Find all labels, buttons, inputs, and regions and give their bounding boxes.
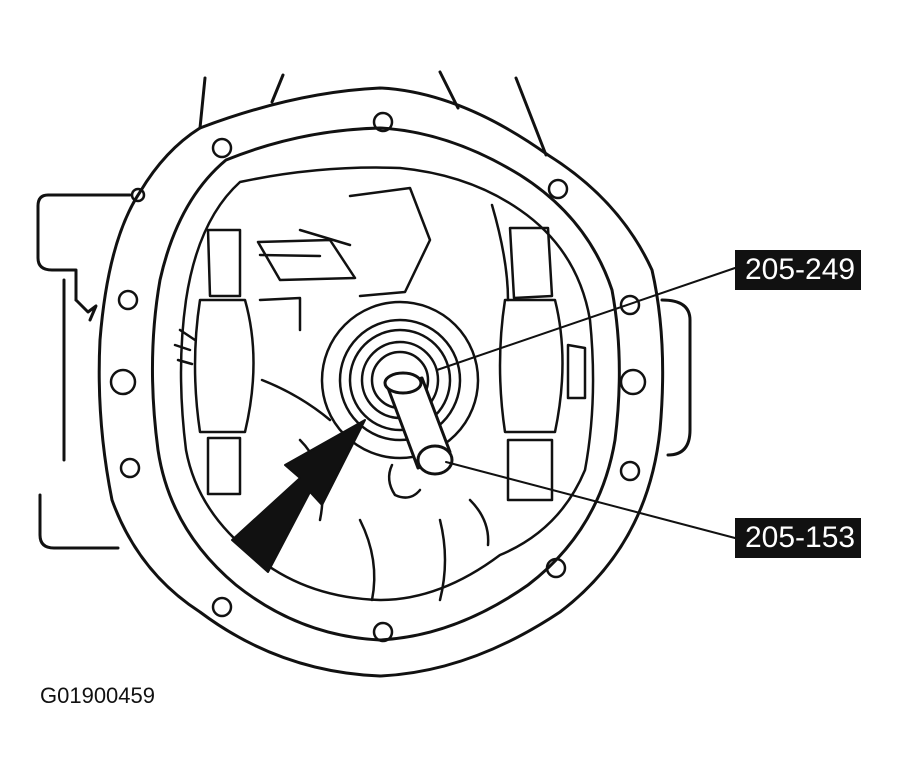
axle-tubes — [198, 70, 548, 157]
figure-id: G01900459 — [40, 683, 155, 708]
side-bosses — [36, 193, 692, 550]
leader-line-205-249 — [436, 267, 736, 371]
callout-label-205-153: 205-153 — [735, 518, 861, 558]
gear-cavity — [179, 166, 595, 602]
leader-line-205-153 — [445, 461, 736, 539]
right-bearing-cap — [490, 203, 587, 502]
ring-gear-details — [256, 186, 490, 602]
inner-flange — [150, 126, 621, 642]
bolt-holes — [109, 111, 647, 643]
pinion-bore — [320, 300, 480, 499]
direction-arrow — [231, 419, 366, 573]
left-bearing-cap — [173, 228, 255, 496]
callout-label-205-249: 205-249 — [735, 250, 861, 290]
outer-flange — [97, 86, 665, 678]
installer-tool — [383, 371, 454, 476]
